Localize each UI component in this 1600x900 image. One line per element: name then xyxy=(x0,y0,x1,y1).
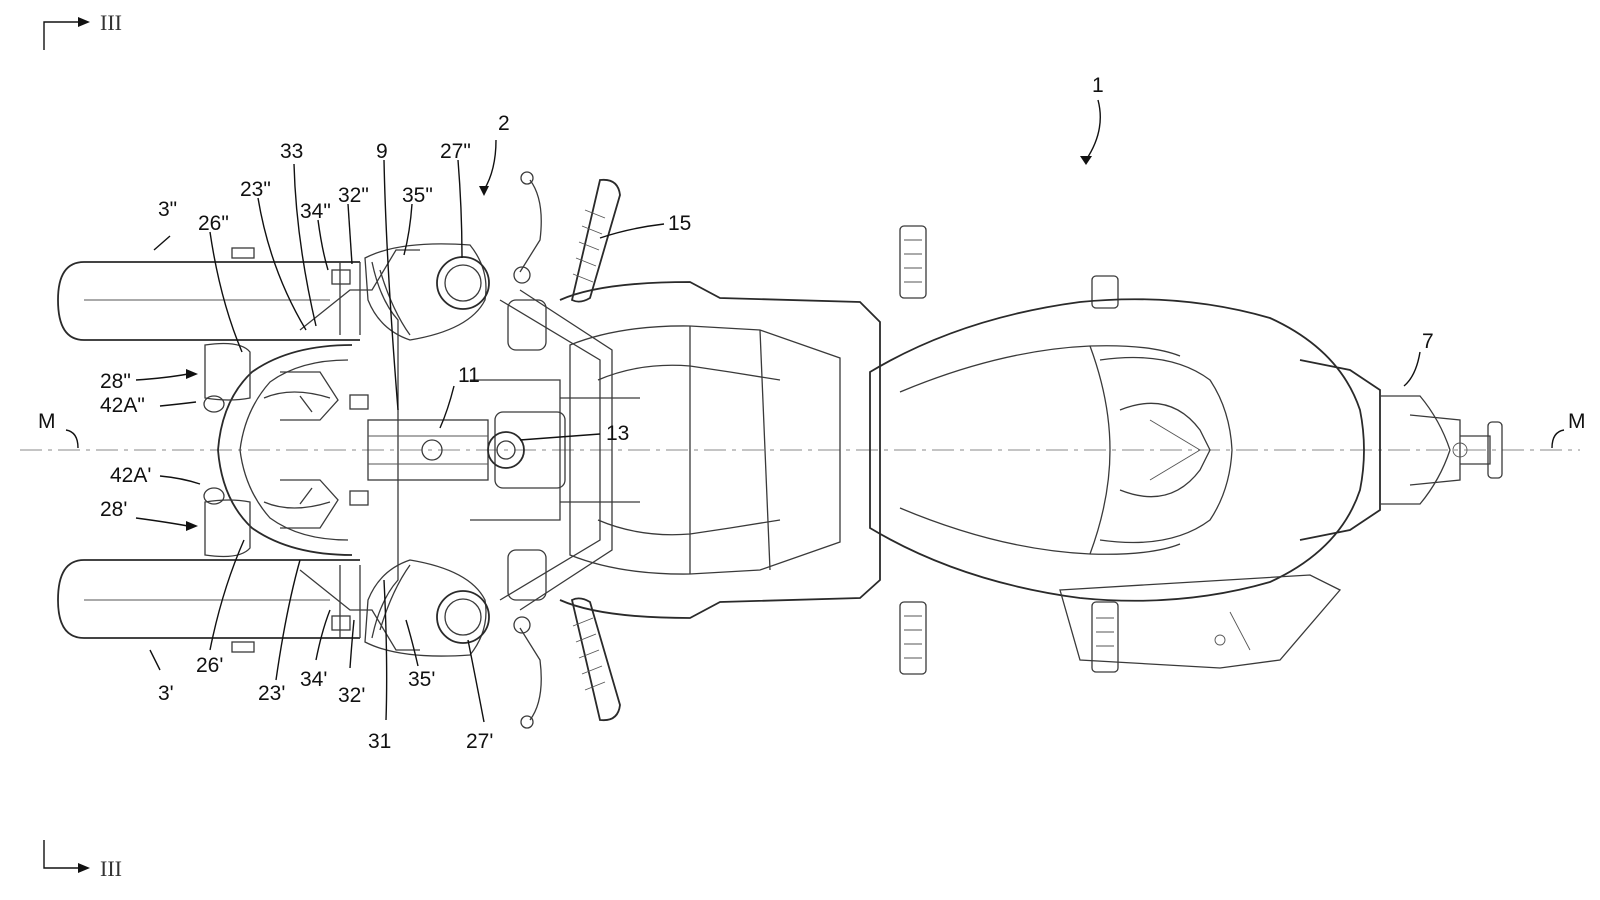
headlight-top xyxy=(203,342,251,413)
label-light-bottom: 28' xyxy=(100,498,127,521)
brake-housing-top xyxy=(364,243,490,341)
section-label-top: III xyxy=(100,10,122,35)
label-joint-bottom: 34' xyxy=(300,668,327,691)
reference-labels: 1 2 3" 3' 7 9 11 13 15 23" 23' 26" 26' 2… xyxy=(100,74,1434,753)
axis-marker-left: M xyxy=(38,410,79,449)
label-vehicle: 1 xyxy=(1092,74,1104,97)
label-pin-top: 32" xyxy=(338,184,369,207)
section-label-bottom: III xyxy=(100,856,122,881)
label-arm-bottom: 23' xyxy=(258,682,285,705)
label-link-bottom: 26' xyxy=(196,654,223,677)
label-arm-top: 23" xyxy=(240,178,271,201)
label-housing-bottom: 35' xyxy=(408,668,435,691)
label-light-top: 28" xyxy=(100,370,131,393)
label-link-top: 26" xyxy=(198,212,229,235)
label-front-group: 2 xyxy=(498,112,510,135)
front-wheel-bottom xyxy=(57,559,360,639)
front-fairing xyxy=(217,344,353,556)
section-marker-top: III xyxy=(43,10,122,50)
body-floor xyxy=(559,281,881,619)
brake-housing-bottom xyxy=(364,559,490,657)
label-frame: 33 xyxy=(280,140,303,163)
label-lamp-top: 42A" xyxy=(100,394,145,417)
leader-lines xyxy=(135,99,1421,723)
label-housing-top: 35" xyxy=(402,184,433,207)
rear-tail xyxy=(1299,359,1503,541)
label-joint-top: 34" xyxy=(300,200,331,223)
suspension-assembly xyxy=(299,249,489,651)
axis-marker-right: M xyxy=(1551,410,1586,449)
footrest-rear-bottom xyxy=(1091,601,1119,673)
label-column: 9 xyxy=(376,140,388,163)
label-lamp-bottom: 42A' xyxy=(110,464,151,487)
label-pin-bottom: 32' xyxy=(338,684,365,707)
dashboard xyxy=(470,379,566,521)
label-wheel-top: 3" xyxy=(158,198,177,221)
footrest-rear-top xyxy=(1091,275,1119,309)
label-hub-bottom: 27' xyxy=(466,730,493,753)
valve-bottom xyxy=(231,641,255,653)
footrest-top xyxy=(899,225,927,299)
footrest-bottom xyxy=(899,601,927,675)
label-dash: 13 xyxy=(606,422,629,445)
label-hub-top: 27" xyxy=(440,140,471,163)
front-wheel-top xyxy=(57,261,360,341)
label-steer: 11 xyxy=(458,364,480,387)
axis-label-right: M xyxy=(1568,410,1586,433)
label-cross: 31 xyxy=(368,730,391,753)
label-rear: 7 xyxy=(1422,330,1434,353)
handlebar xyxy=(499,171,621,729)
label-wheel-bottom: 3' xyxy=(158,682,174,705)
seat xyxy=(869,298,1365,602)
valve-top xyxy=(231,247,255,259)
label-handlebar: 15 xyxy=(668,212,691,235)
headlight-bottom xyxy=(203,487,251,558)
section-marker-bottom: III xyxy=(43,840,122,881)
exhaust xyxy=(1059,574,1342,669)
axis-label-left: M xyxy=(38,410,56,433)
